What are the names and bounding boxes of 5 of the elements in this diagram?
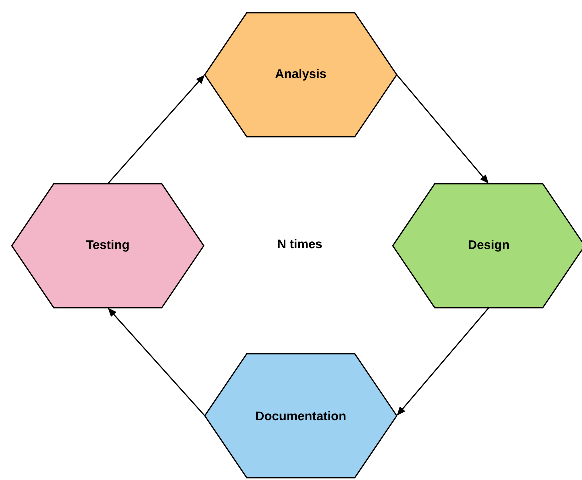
hexagon: Documentation [204,353,398,479]
hexagon: Design [392,183,582,309]
hexagon: Analysis [204,12,398,138]
center-label: N times [278,239,322,249]
hexagon: Testing [11,183,205,309]
